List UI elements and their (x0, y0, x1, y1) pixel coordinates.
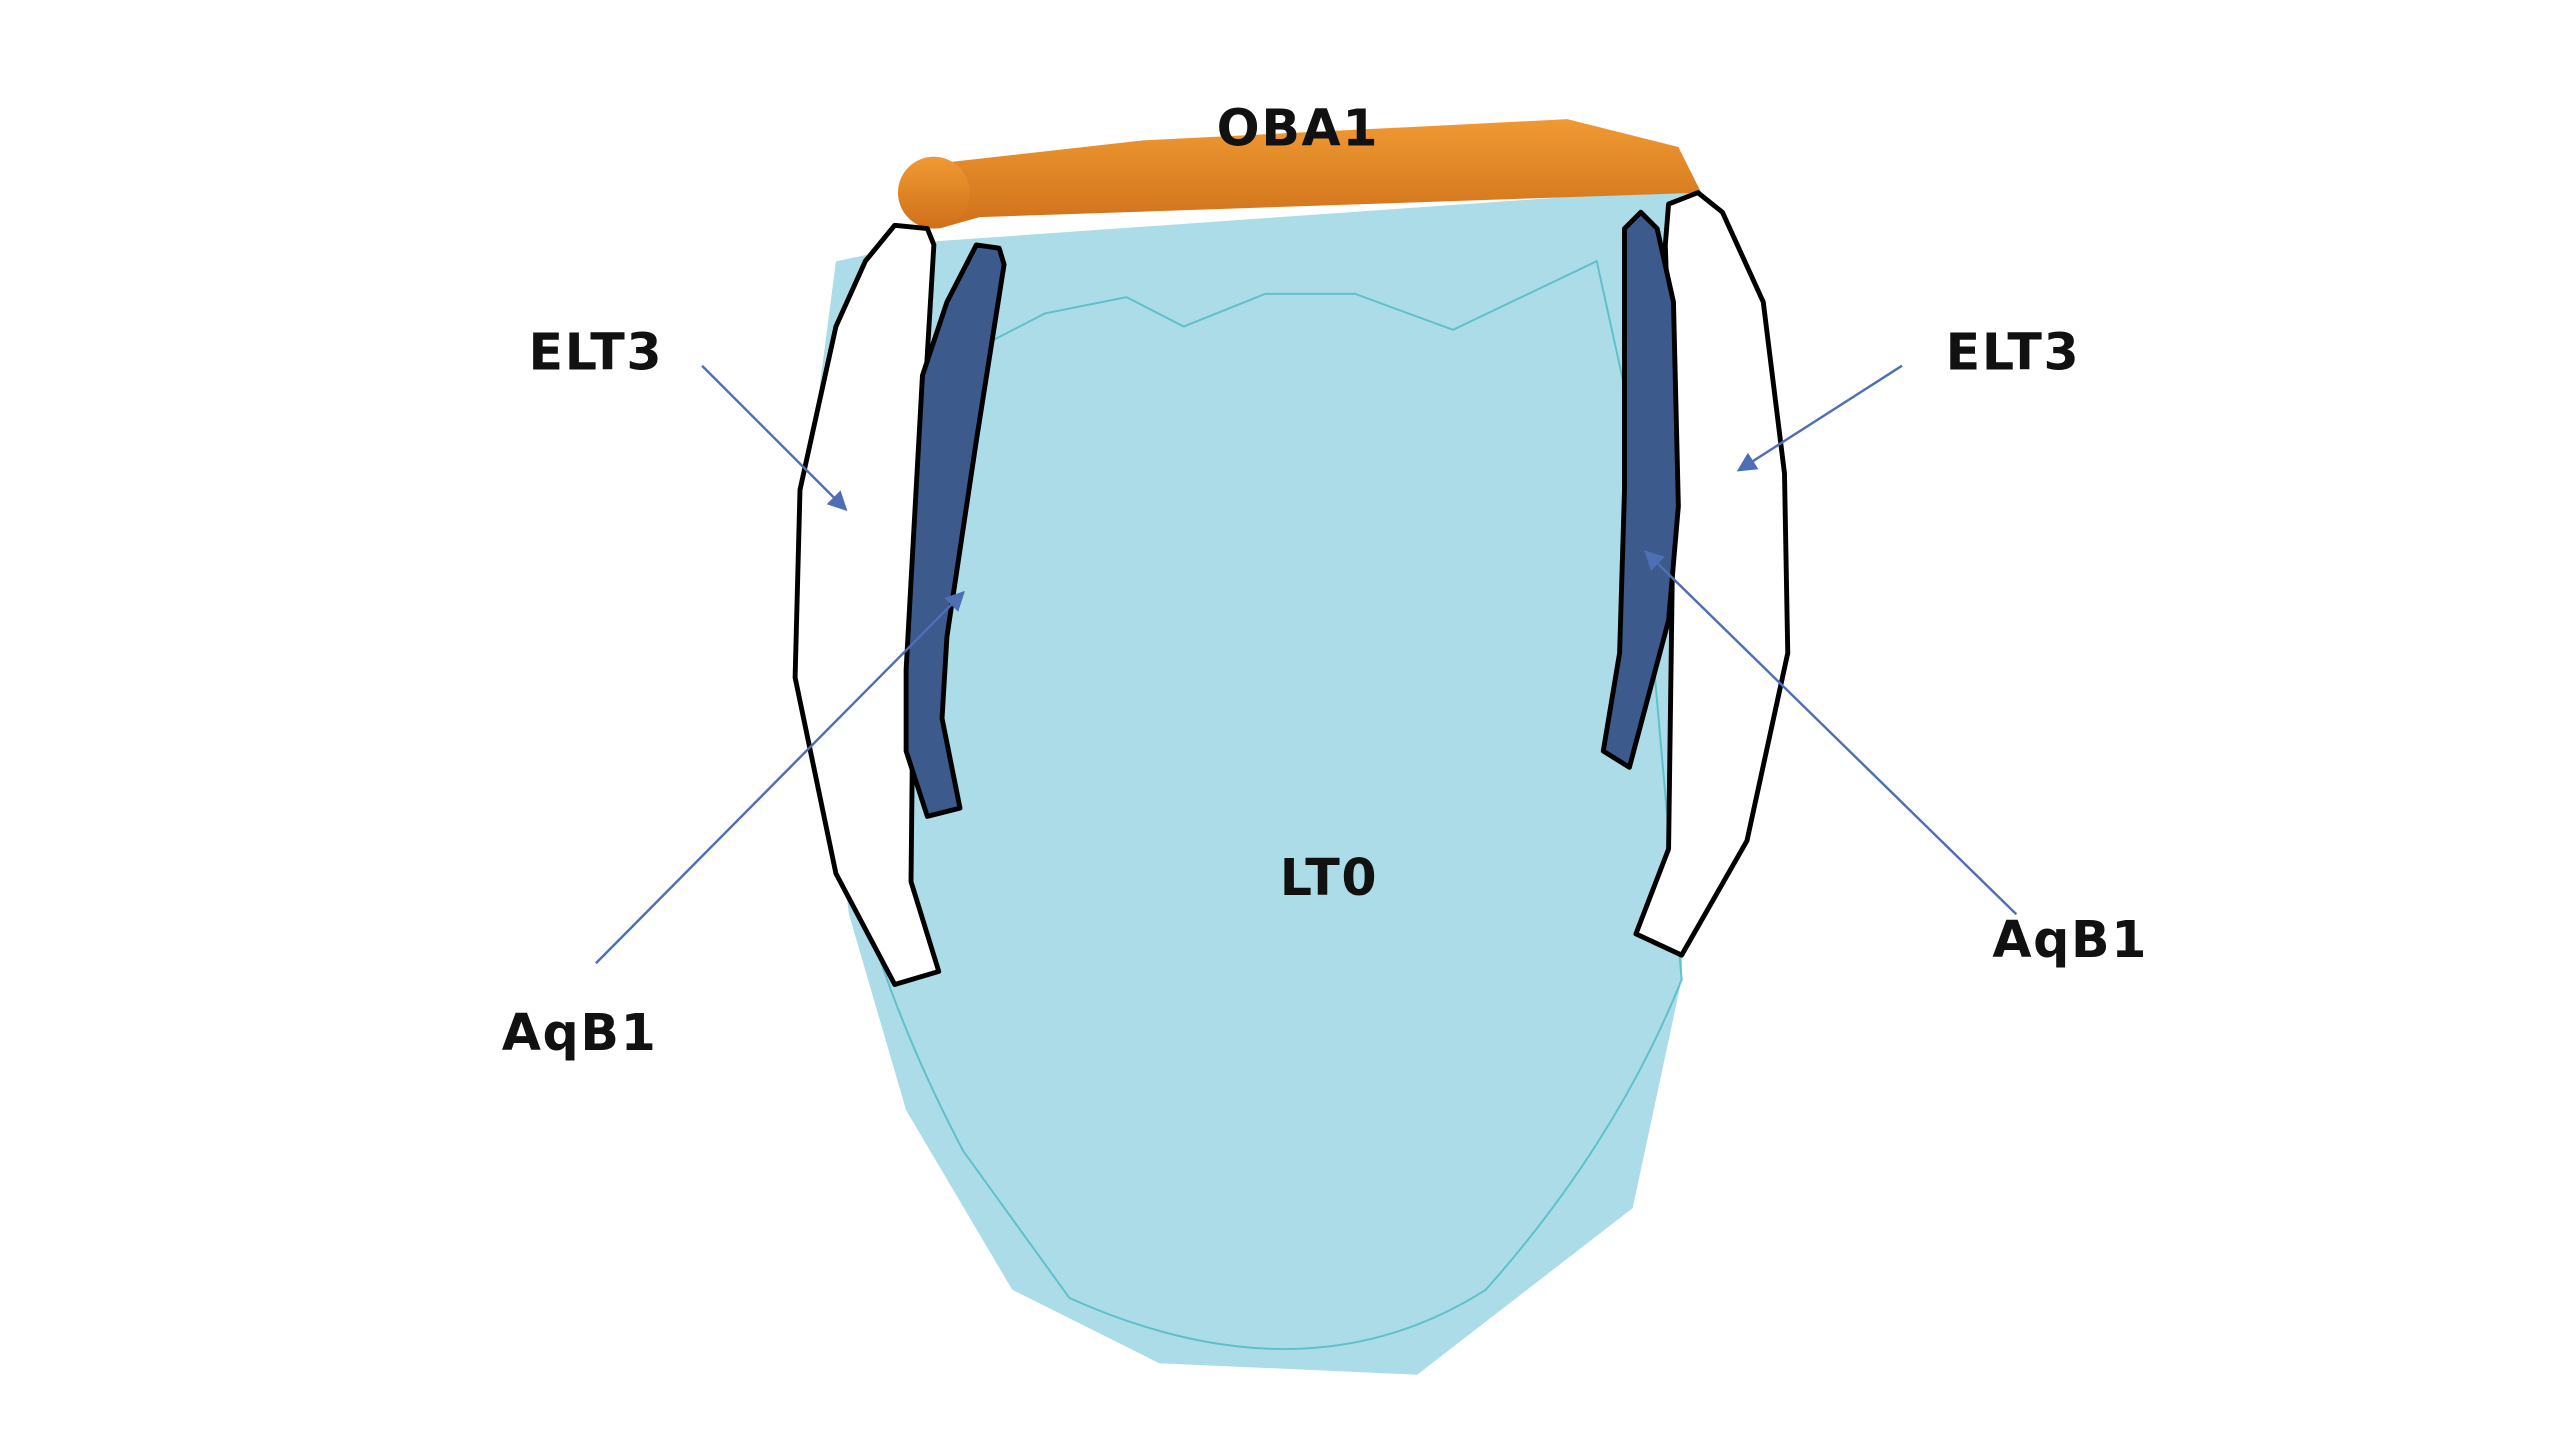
arrow-aqb1-left (595, 590, 965, 965)
label-aqb1-left: AqB1 (502, 1003, 658, 1062)
label-lt0: LT0 (1280, 848, 1379, 907)
arrow-elt3-right (1736, 364, 1903, 472)
aqb1-right-layer (1600, 209, 1681, 770)
oba1-band (897, 119, 1702, 229)
elt3-left-layer (792, 222, 942, 987)
label-elt3-right: ELT3 (1946, 322, 2081, 381)
label-aqb1-right: AqB1 (1992, 910, 2148, 969)
aqb1-left-layer (903, 242, 1007, 819)
label-oba1: OBA1 (1217, 99, 1380, 158)
lt0-body (800, 187, 1698, 1375)
arrow-aqb1-right (1643, 550, 2018, 916)
label-elt3-left: ELT3 (529, 322, 664, 381)
arrow-elt3-left (701, 364, 848, 512)
